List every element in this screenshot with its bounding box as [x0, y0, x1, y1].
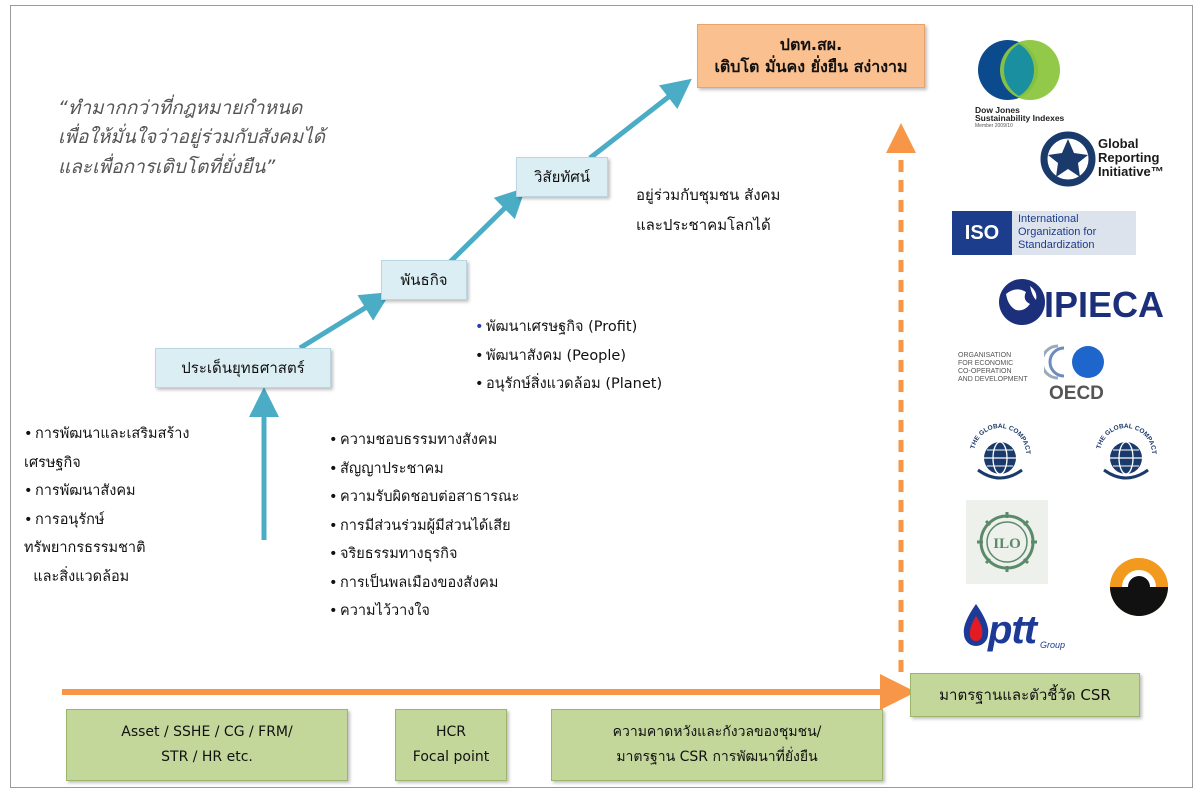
list-item: เศรษฐกิจ [24, 454, 81, 471]
list-item: •อนุรักษ์สิ่งแวดล้อม (Planet) [475, 376, 663, 392]
list-item: •ความรับผิดชอบต่อสาธารณะ [329, 489, 520, 505]
mission-box: พันธกิจ [381, 260, 467, 300]
energy-company-logo-icon [1110, 558, 1168, 616]
djsi-label: Dow Jones Sustainability Indexes Member … [975, 105, 1065, 129]
list-item: •จริยธรรมทางธุรกิจ [329, 546, 458, 562]
ptt-group-label: Group [1040, 640, 1066, 650]
gri-label: Global Reporting Initiative™ [1098, 136, 1164, 179]
arrow-mission-to-vision [448, 187, 526, 264]
list-item: •การเป็นพลเมืองของสังคม [329, 574, 499, 591]
list-item: •การอนุรักษ์ [24, 511, 105, 528]
strategy-label: ประเด็นยุทธศาสตร์ [181, 358, 305, 377]
gri-globe-icon [1040, 131, 1096, 187]
djsi-logo-icon [978, 40, 1060, 100]
list-item: •การมีส่วนร่วมผู้มีส่วนได้เสีย [329, 517, 511, 534]
list-item: •พัฒนาเศรษฐกิจ (Profit) [475, 319, 638, 335]
csr-standards-label: มาตรฐานและตัวชี้วัด CSR [939, 685, 1111, 704]
vision-label: วิสัยทัศน์ [533, 167, 591, 186]
vision-text-line-2: และประชาคมโลกได้ [636, 216, 771, 234]
goal-line-1: ปตท.สผ. [779, 35, 843, 55]
ptt-label: ptt [988, 608, 1037, 652]
arrow-strategy-to-mission [298, 292, 391, 351]
quote-line-3: และเพื่อการเติบโตที่ยั่งยืน” [58, 155, 276, 178]
oecd-label: OECD [1049, 383, 1104, 404]
principle-bullets: •ความชอบธรรมทางสังคม •สัญญาประชาคม •ความ… [329, 426, 519, 626]
expectation-line-2: มาตรฐาน CSR การพัฒนาที่ยั่งยืน [616, 749, 818, 765]
global-compact-icon: THE GLOBAL COMPACT [970, 423, 1031, 480]
ipieca-globe-icon [999, 279, 1045, 325]
list-item: ทรัพยากรธรรมชาติ [24, 540, 146, 556]
hcr-line-2: Focal point [412, 749, 490, 765]
svg-text:ILO: ILO [993, 536, 1021, 552]
ilo-logo-icon: ILO [966, 500, 1048, 584]
csr-quote: “ทำมากกว่าที่กฎหมายกำหนด เพื่อให้มั่นใจว… [58, 94, 325, 182]
list-item: •การพัฒนาและเสริมสร้าง [24, 426, 190, 442]
oecd-circles-icon [1044, 344, 1104, 380]
asset-box: Asset / SSHE / CG / FRM/ STR / HR etc. [66, 709, 348, 781]
iso-logo: ISO International Organization for Stand… [952, 211, 1136, 255]
ptt-flame-icon [963, 604, 989, 646]
iso-label: International Organization for Standardi… [1018, 213, 1097, 251]
list-item: •ความไว้วางใจ [329, 603, 430, 619]
goal-line-2: เติบโต มั่นคง ยั่งยืน สง่างาม [714, 57, 908, 76]
strategy-box: ประเด็นยุทธศาสตร์ [155, 348, 331, 388]
vision-box: วิสัยทัศน์ [516, 157, 608, 197]
asset-line-2: STR / HR etc. [161, 749, 253, 765]
asset-line-1: Asset / SSHE / CG / FRM/ [121, 724, 293, 741]
oecd-description: ORGANISATION FOR ECONOMIC CO-OPERATION A… [958, 352, 1028, 383]
goal-box: ปตท.สผ. เติบโต มั่นคง ยั่งยืน สง่างาม [697, 24, 925, 88]
mission-label: พันธกิจ [400, 270, 448, 289]
quote-line-1: “ทำมากกว่าที่กฎหมายกำหนด [58, 97, 303, 119]
mission-bullets: •พัฒนาเศรษฐกิจ (Profit) •พัฒนาสังคม (Peo… [475, 313, 662, 399]
arrow-vision-to-goal [588, 78, 692, 160]
expectation-box: ความคาดหวังและกังวลของชุมชน/ มาตรฐาน CSR… [551, 709, 883, 781]
iso-tag: ISO [952, 211, 1012, 255]
strategy-bullets: •การพัฒนาและเสริมสร้าง เศรษฐกิจ •การพัฒน… [24, 420, 189, 591]
quote-line-2: เพื่อให้มั่นใจว่าอยู่ร่วมกับสังคมได้ [58, 126, 326, 149]
list-item: •สัญญาประชาคม [329, 460, 444, 477]
vision-description: อยู่ร่วมกับชุมชน สังคม และประชาคมโลกได้ [636, 180, 780, 240]
expectation-line-1: ความคาดหวังและกังวลของชุมชน/ [612, 724, 822, 741]
hcr-line-1: HCR [435, 724, 467, 741]
csr-standards-box: มาตรฐานและตัวชี้วัด CSR [910, 673, 1140, 717]
list-item: •พัฒนาสังคม (People) [475, 347, 626, 364]
list-item: •ความชอบธรรมทางสังคม [329, 432, 498, 448]
list-item: และสิ่งแวดล้อม [24, 568, 130, 585]
hcr-box: HCR Focal point [395, 709, 507, 781]
global-compact-icon: THE GLOBAL COMPACT [1096, 423, 1157, 480]
ipieca-label: IPIECA [1044, 284, 1165, 325]
vision-text-line-1: อยู่ร่วมกับชุมชน สังคม [636, 186, 781, 204]
list-item: •การพัฒนาสังคม [24, 483, 136, 499]
diagram-frame [10, 5, 1193, 788]
